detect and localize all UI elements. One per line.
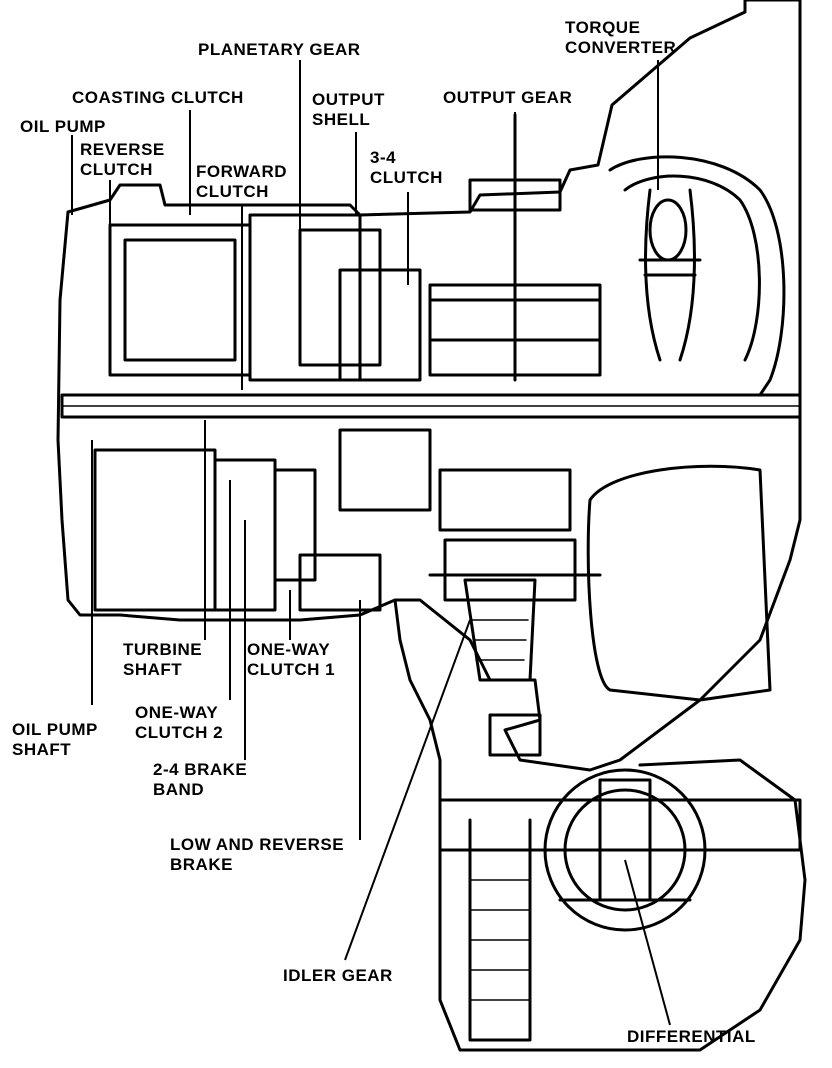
label-one-way-clutch-1: ONE-WAY CLUTCH 1 xyxy=(247,640,336,679)
label-oil-pump-shaft: OIL PUMP SHAFT xyxy=(12,720,98,759)
label-3-4-clutch: 3-4 CLUTCH xyxy=(370,148,443,187)
label-reverse-clutch: REVERSE CLUTCH xyxy=(80,140,165,179)
label-output-gear: OUTPUT GEAR xyxy=(443,88,573,107)
label-2-4-brake-band: 2-4 BRAKE BAND xyxy=(153,760,248,799)
label-torque-converter: TORQUE CONVERTER xyxy=(565,18,677,57)
label-coasting-clutch: COASTING CLUTCH xyxy=(72,88,244,107)
label-low-and-reverse-brake: LOW AND REVERSE BRAKE xyxy=(170,835,345,874)
label-planetary-gear: PLANETARY GEAR xyxy=(198,40,361,59)
leader-differential xyxy=(624,859,671,1026)
leader-idler-gear xyxy=(344,619,471,961)
label-oil-pump: OIL PUMP xyxy=(20,117,106,136)
label-one-way-clutch-2: ONE-WAY CLUTCH 2 xyxy=(135,703,224,742)
label-turbine-shaft: TURBINE SHAFT xyxy=(123,640,203,679)
label-forward-clutch: FORWARD CLUTCH xyxy=(196,162,288,201)
label-idler-gear: IDLER GEAR xyxy=(283,966,393,985)
label-output-shell: OUTPUT SHELL xyxy=(312,90,385,129)
label-differential: DIFFERENTIAL xyxy=(627,1027,756,1046)
